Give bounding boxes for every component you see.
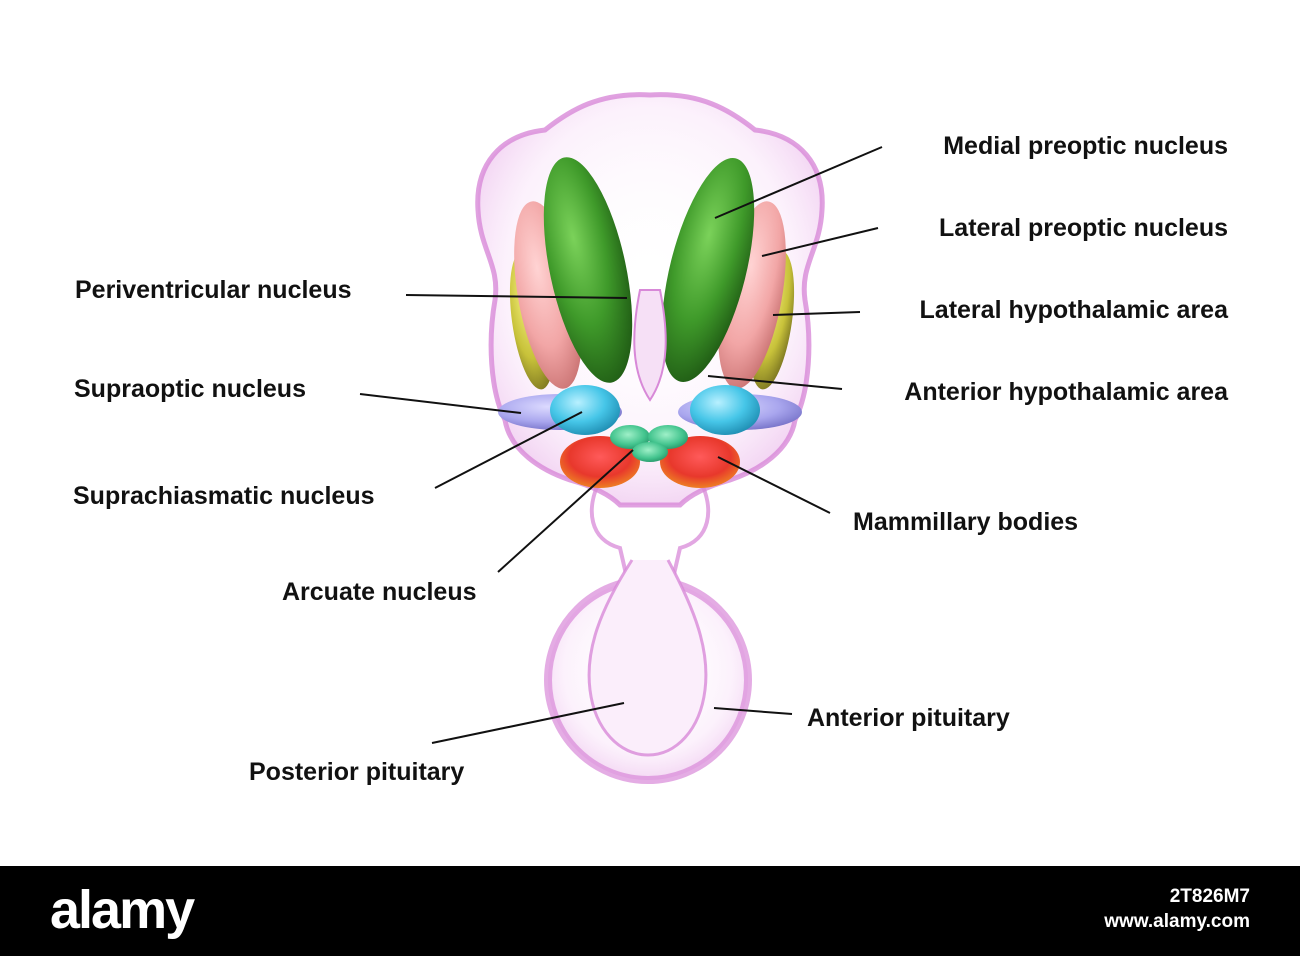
diagram-stage: Medial preoptic nucleus Lateral preoptic… (73, 92, 1228, 786)
medial-preoptic-left (543, 157, 633, 383)
label-supraoptic: Supraoptic nucleus (74, 375, 306, 403)
leader-arcuate (497, 449, 634, 573)
mammillary-right (660, 436, 740, 488)
arcuate-right (648, 425, 688, 449)
suprachiasmatic-left (550, 385, 620, 435)
label-mammillary: Mammillary bodies (853, 508, 1079, 536)
image-id-text: 2T826M7 (1169, 886, 1250, 907)
label-medial-preoptic: Medial preoptic nucleus (943, 132, 1228, 160)
label-periventricular: Periventricular nucleus (75, 276, 352, 304)
label-posterior-pituitary: Posterior pituitary (249, 758, 465, 786)
site-url-text: www.alamy.com (1104, 911, 1250, 932)
leader-posterior-pituitary (431, 702, 625, 744)
brand-logo: alamy (50, 880, 195, 940)
arcuate-center (632, 442, 668, 462)
label-lateral-preoptic: Lateral preoptic nucleus (939, 214, 1228, 242)
label-arcuate: Arcuate nucleus (282, 578, 477, 606)
label-anterior-pituitary: Anterior pituitary (807, 704, 1010, 732)
leader-anterior-pituitary (713, 707, 793, 715)
suprachiasmatic-right (690, 385, 760, 435)
mammillary-left (560, 436, 640, 488)
hypothalamus-illustration (359, 92, 883, 784)
leader-lines (359, 146, 883, 744)
arcuate-left (610, 425, 650, 449)
third-ventricle (633, 289, 667, 402)
leader-supraoptic (359, 393, 522, 414)
label-anterior-hypothalamic: Anterior hypothalamic area (904, 378, 1228, 406)
leader-lateral-hypothalamic (772, 311, 861, 316)
leader-anterior-hypothalamic (707, 375, 843, 390)
pituitary-stalk (589, 479, 711, 601)
label-suprachiasmatic: Suprachiasmatic nucleus (73, 482, 375, 510)
watermark-footer (0, 866, 1300, 956)
label-lateral-hypothalamic: Lateral hypothalamic area (919, 296, 1228, 324)
leader-suprachiasmatic (434, 411, 583, 489)
medial-preoptic-right (661, 158, 755, 382)
posterior-pituitary-lobe (587, 559, 708, 757)
leader-mammillary (717, 456, 831, 514)
leader-periventricular (405, 294, 628, 299)
leader-medial-preoptic (714, 146, 883, 219)
leader-lateral-preoptic (761, 227, 879, 257)
